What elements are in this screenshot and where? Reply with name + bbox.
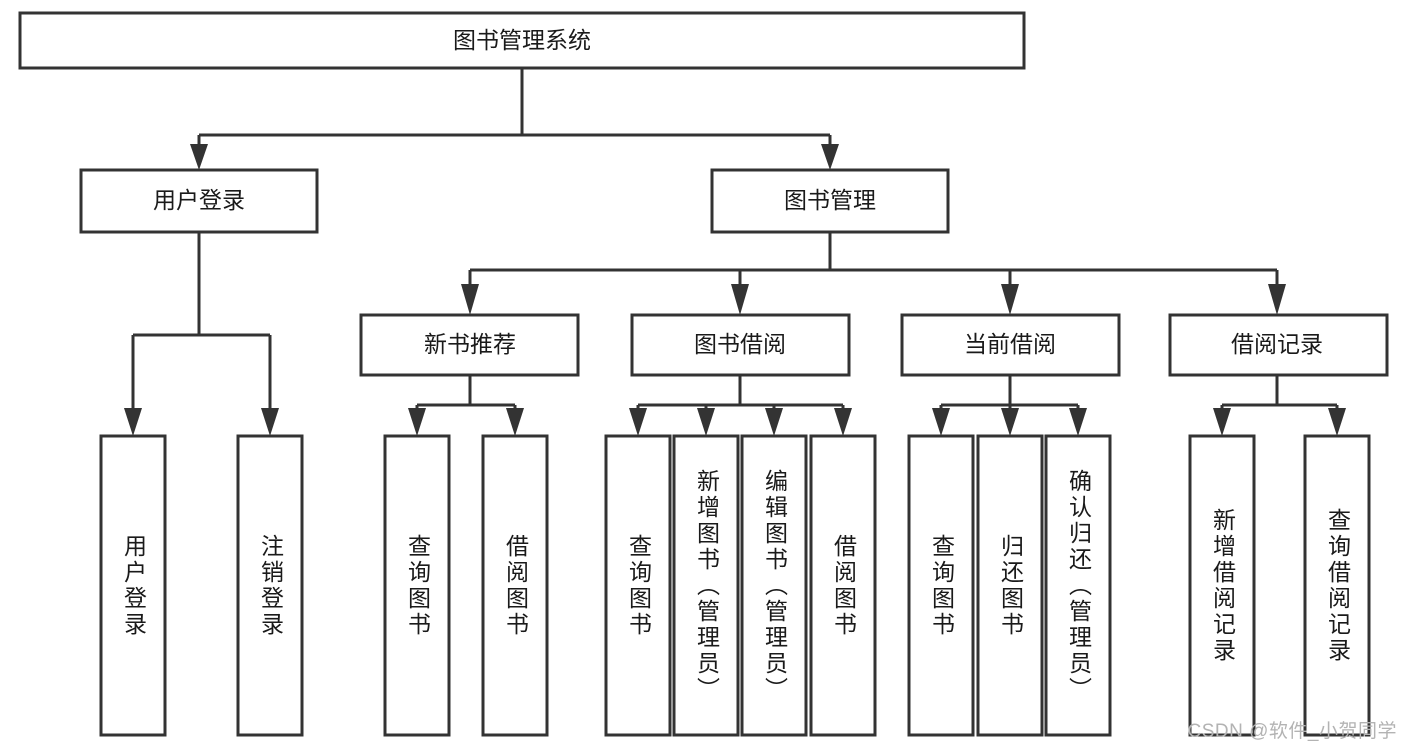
leaf-user-login-logout-text-area: 注销登录 (257, 533, 284, 638)
arrow-bookmgmt-to-current (1001, 284, 1019, 315)
node-book-management[interactable]: 图书管理 (710, 168, 950, 234)
leaf-user-login-logout-label: 注销登录 (257, 533, 284, 638)
leaf-newbook-query-label: 查询图书 (404, 533, 431, 638)
node-book-borrow-label: 图书借阅 (694, 331, 786, 357)
node-new-book-recommend-label: 新书推荐 (424, 331, 516, 357)
leaf-records-query-box[interactable] (1303, 434, 1371, 737)
arrow-borrow-leaf-4 (834, 408, 852, 436)
leaf-newbook-borrow-label: 借阅图书 (502, 533, 529, 638)
arrow-userlogin-leaf-2 (261, 408, 279, 436)
leaf-borrow-add-box[interactable] (672, 434, 740, 737)
node-book-borrow-box[interactable] (630, 313, 851, 377)
leaf-user-login-login-box[interactable] (99, 434, 167, 737)
leaf-user-login-logout[interactable]: 注销登录 (236, 434, 304, 737)
leaf-newbook-query-box[interactable] (383, 434, 451, 737)
leaf-borrow-add-text-area: 新增图书（管理员） (693, 468, 720, 703)
node-new-book-recommend[interactable]: 新书推荐 (359, 313, 580, 377)
leaf-borrow-edit-label: 编辑图书（管理员） (761, 468, 788, 703)
node-user-login[interactable]: 用户登录 (79, 168, 319, 234)
leaf-borrow-query-box[interactable] (604, 434, 672, 737)
arrow-current-leaf-1 (932, 408, 950, 436)
leaf-current-query-text-area: 查询图书 (928, 533, 955, 638)
leaf-records-add-text-area: 新增借阅记录 (1209, 507, 1236, 664)
leaf-borrow-edit-box[interactable] (740, 434, 808, 737)
arrow-current-leaf-3 (1069, 408, 1087, 436)
node-book-management-label: 图书管理 (784, 187, 876, 213)
leaf-records-add[interactable]: 新增借阅记录 (1188, 434, 1256, 737)
leaf-user-login-login[interactable]: 用户登录 (99, 434, 167, 737)
leaf-newbook-borrow-box[interactable] (481, 434, 549, 737)
node-root[interactable]: 图书管理系统 (18, 11, 1026, 70)
arrow-records-leaf-1 (1213, 408, 1231, 436)
arrow-borrow-leaf-2 (697, 408, 715, 436)
node-current-borrow[interactable]: 当前借阅 (900, 313, 1121, 377)
node-current-borrow-label: 当前借阅 (964, 331, 1056, 357)
leaf-current-confirm-return-text-area: 确认归还（管理员） (1065, 468, 1092, 703)
leaf-current-return[interactable]: 归还图书 (976, 434, 1044, 737)
leaf-newbook-borrow-text-area: 借阅图书 (502, 533, 529, 638)
node-user-login-box[interactable] (79, 168, 319, 234)
leaf-newbook-borrow[interactable]: 借阅图书 (481, 434, 549, 737)
arrow-borrow-leaf-1 (629, 408, 647, 436)
leaf-borrow-borrow-box[interactable] (809, 434, 877, 737)
arrow-current-leaf-2 (1001, 408, 1019, 436)
leaf-borrow-borrow-label: 借阅图书 (830, 533, 857, 638)
leaf-records-add-box[interactable] (1188, 434, 1256, 737)
leaf-records-query-label: 查询借阅记录 (1324, 507, 1351, 664)
node-book-management-box[interactable] (710, 168, 950, 234)
leaf-user-login-login-text-area: 用户登录 (120, 533, 147, 638)
leaf-borrow-edit[interactable]: 编辑图书（管理员） (740, 434, 808, 737)
node-root-label: 图书管理系统 (453, 27, 591, 53)
leaf-current-confirm-return[interactable]: 确认归还（管理员） (1044, 434, 1112, 737)
leaf-borrow-query-label: 查询图书 (625, 533, 652, 638)
leaf-newbook-query[interactable]: 查询图书 (383, 434, 451, 737)
node-current-borrow-box[interactable] (900, 313, 1121, 377)
leaf-current-query[interactable]: 查询图书 (907, 434, 975, 737)
leaf-current-confirm-return-label: 确认归还（管理员） (1065, 468, 1092, 703)
leaf-records-query-text-area: 查询借阅记录 (1324, 507, 1351, 664)
arrow-newbook-leaf-2 (506, 408, 524, 436)
leaf-user-login-login-label: 用户登录 (120, 533, 147, 638)
leaf-current-return-label: 归还图书 (997, 533, 1024, 638)
node-borrow-records-label: 借阅记录 (1231, 331, 1323, 357)
leaf-borrow-query[interactable]: 查询图书 (604, 434, 672, 737)
leaf-current-return-box[interactable] (976, 434, 1044, 737)
leaf-newbook-query-text-area: 查询图书 (404, 533, 431, 638)
arrow-root-to-book-mgmt (821, 144, 839, 170)
leaf-current-query-label: 查询图书 (928, 533, 955, 638)
leaf-borrow-query-text-area: 查询图书 (625, 533, 652, 638)
node-book-borrow[interactable]: 图书借阅 (630, 313, 851, 377)
leaf-records-add-label: 新增借阅记录 (1209, 507, 1236, 664)
leaf-records-query[interactable]: 查询借阅记录 (1303, 434, 1371, 737)
arrow-userlogin-leaf-1 (124, 408, 142, 436)
leaf-current-return-text-area: 归还图书 (997, 533, 1024, 638)
arrow-bookmgmt-to-borrow (731, 284, 749, 315)
connector-layer (124, 68, 1346, 436)
arrow-borrow-leaf-3 (765, 408, 783, 436)
node-borrow-records[interactable]: 借阅记录 (1168, 313, 1389, 377)
arrow-bookmgmt-to-records (1268, 284, 1286, 315)
node-new-book-recommend-box[interactable] (359, 313, 580, 377)
node-user-login-label: 用户登录 (153, 187, 245, 213)
leaf-current-query-box[interactable] (907, 434, 975, 737)
leaf-borrow-borrow-text-area: 借阅图书 (830, 533, 857, 638)
leaf-borrow-edit-text-area: 编辑图书（管理员） (761, 468, 788, 703)
arrow-bookmgmt-to-newbook (461, 284, 479, 315)
arrow-root-to-user-login (190, 144, 208, 170)
node-root-box[interactable] (18, 11, 1026, 70)
node-borrow-records-box[interactable] (1168, 313, 1389, 377)
leaf-borrow-add[interactable]: 新增图书（管理员） (672, 434, 740, 737)
arrow-records-leaf-2 (1328, 408, 1346, 436)
leaf-current-confirm-return-box[interactable] (1044, 434, 1112, 737)
leaf-borrow-borrow[interactable]: 借阅图书 (809, 434, 877, 737)
leaf-user-login-logout-box[interactable] (236, 434, 304, 737)
leaf-borrow-add-label: 新增图书（管理员） (693, 468, 720, 703)
arrow-newbook-leaf-1 (408, 408, 426, 436)
